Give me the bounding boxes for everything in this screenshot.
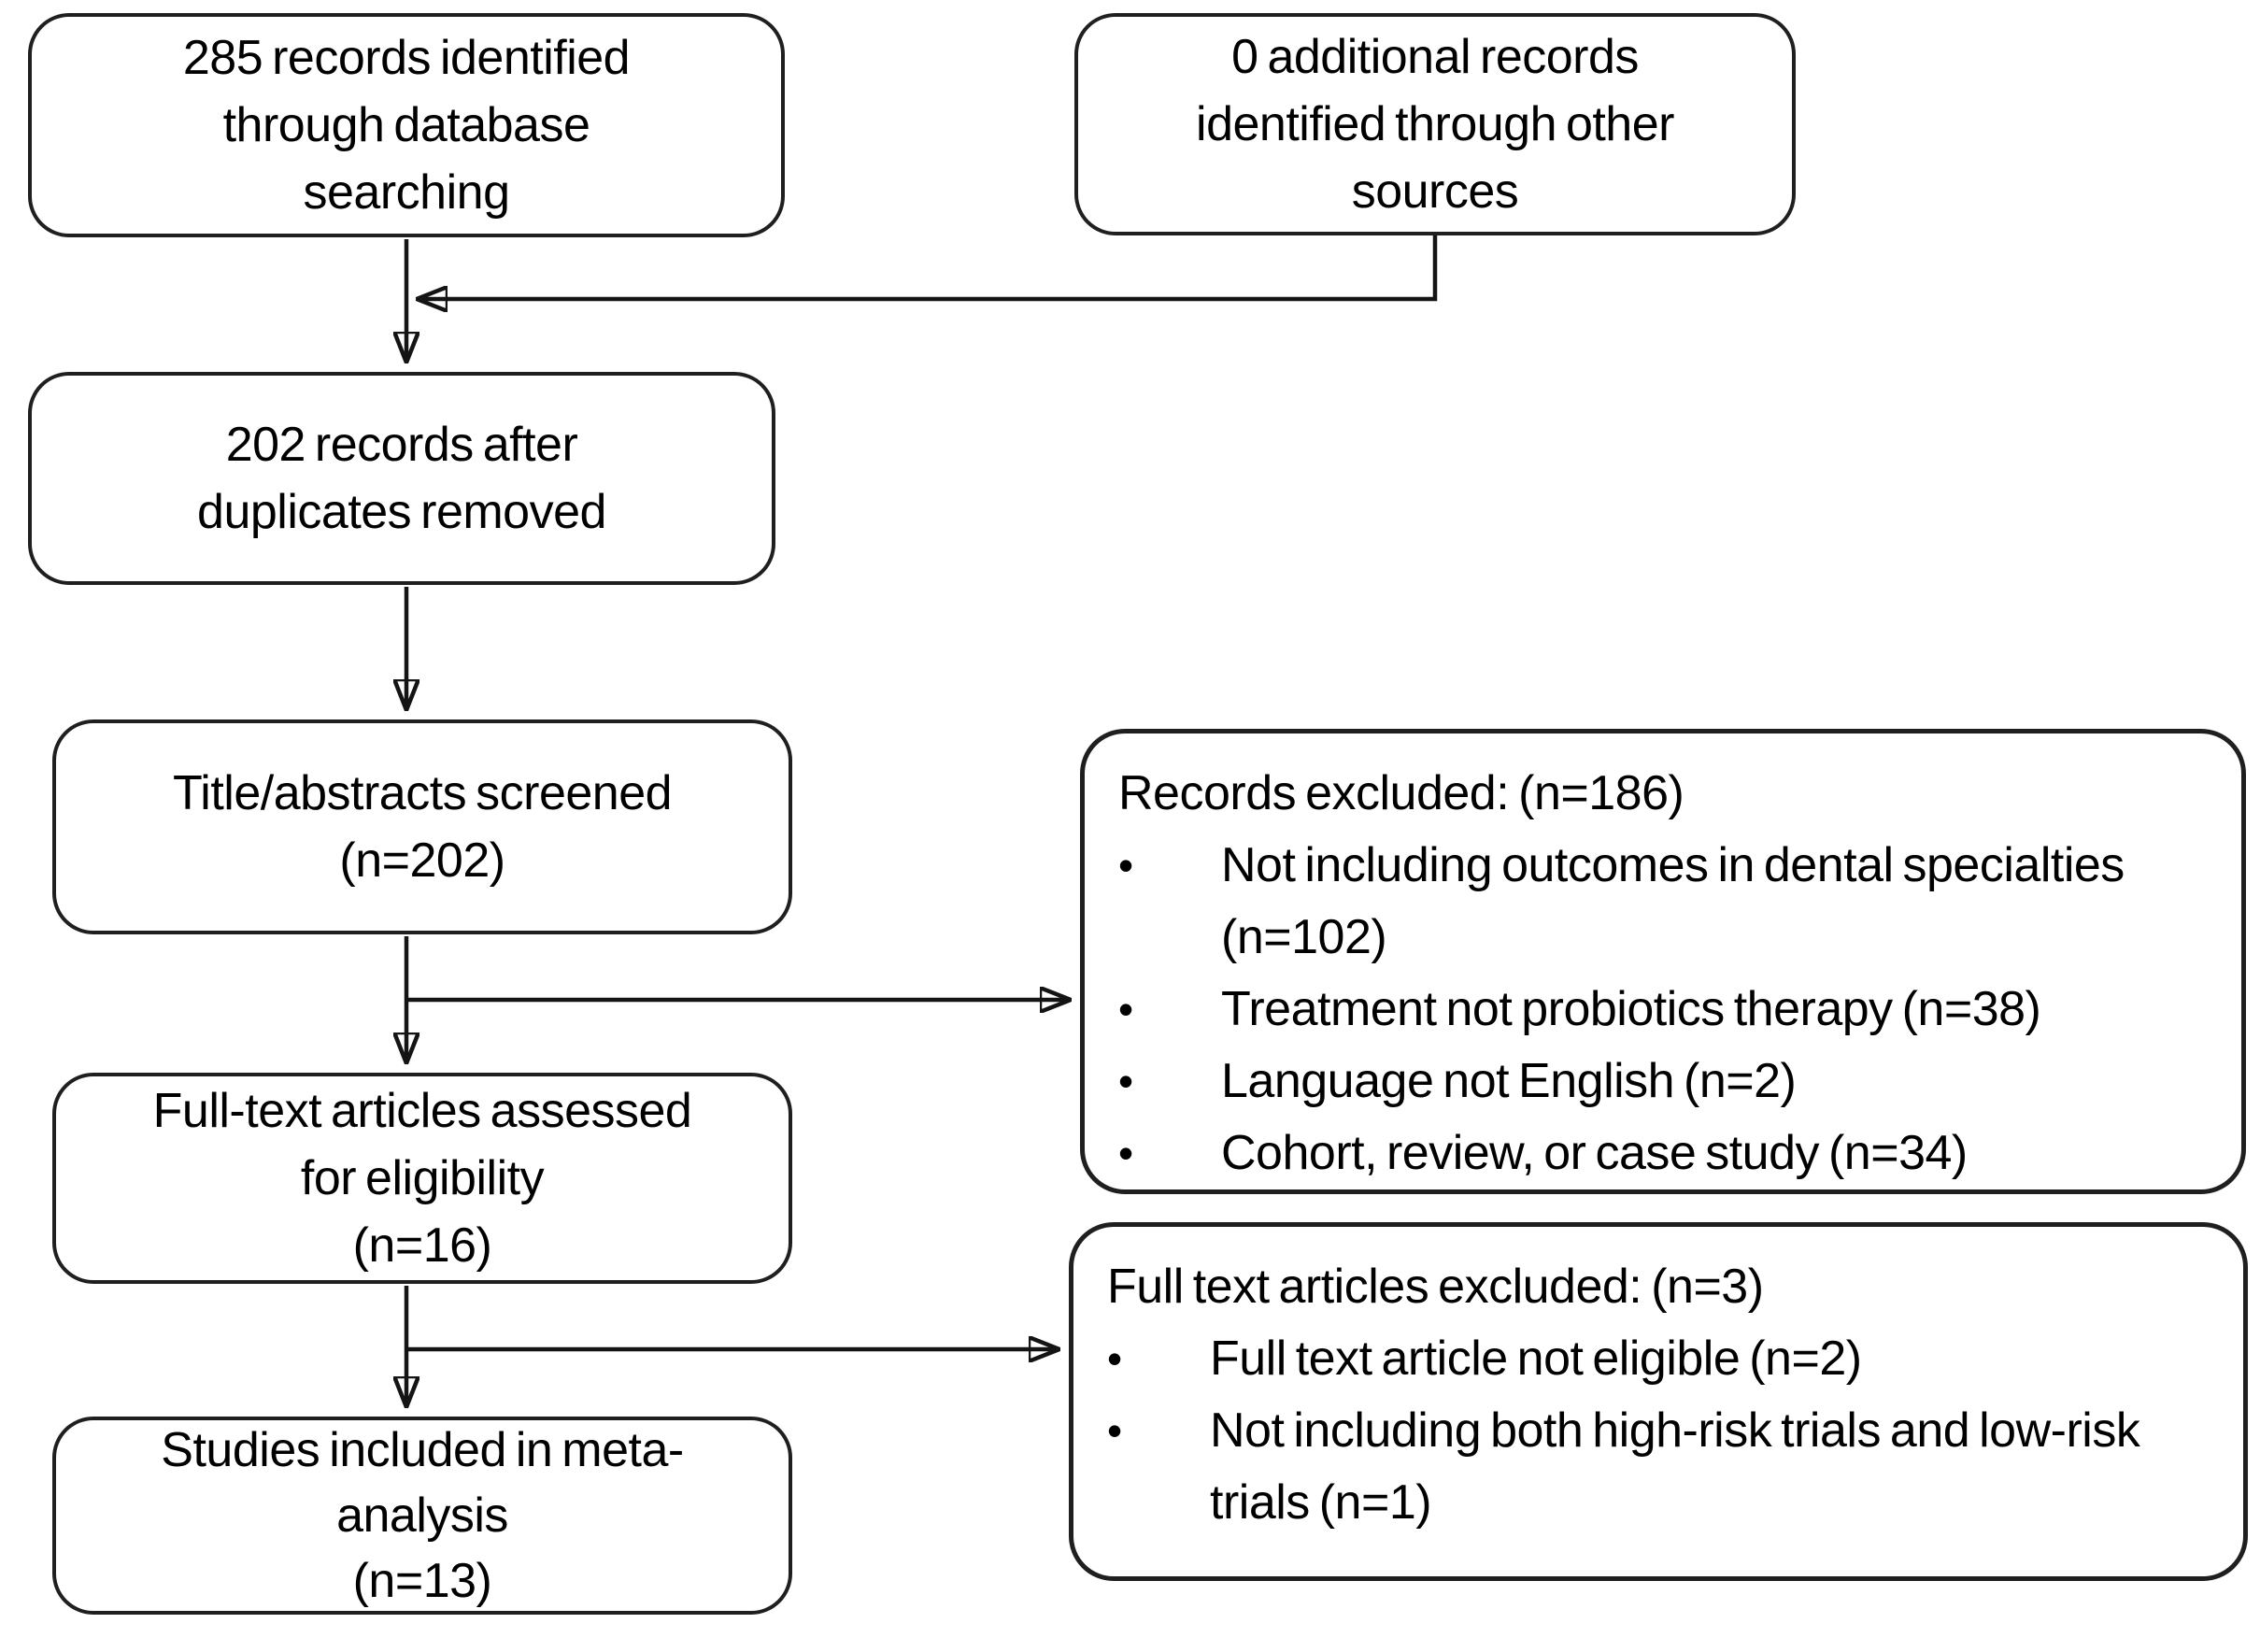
list-item: • Not including both high-risk trials an… xyxy=(1073,1395,2243,1539)
list-item: • Full text article not eligible (n=2) xyxy=(1073,1323,2243,1395)
box-text-line: duplicates removed xyxy=(197,485,606,539)
box-text-line: sources xyxy=(1351,164,1519,219)
box-text-line: 285 records identified xyxy=(182,31,631,85)
exclusion-list: • Full text article not eligible (n=2) •… xyxy=(1073,1323,2243,1539)
box-fulltext-assessed: Full-text articles assessed for eligibil… xyxy=(52,1073,792,1284)
list-item-text: Cohort, review, or case study (n=34) xyxy=(1221,1126,1968,1180)
box-text-line: through database xyxy=(222,98,590,152)
box-after-duplicates: 202 records after duplicates removed xyxy=(28,372,775,585)
box-records-identified: 285 records identified through database … xyxy=(28,13,785,237)
list-item-text: Language not English (n=2) xyxy=(1221,1054,1797,1108)
list-item-text: Not including outcomes in dental special… xyxy=(1221,838,2125,964)
bullet-icon: • xyxy=(1107,1406,1122,1455)
list-item: • Language not English (n=2) xyxy=(1085,1046,2241,1118)
box-text-line: (n=202) xyxy=(339,833,505,888)
box-fulltext-excluded: Full text articles excluded: (n=3) • Ful… xyxy=(1069,1222,2248,1581)
box-text-line: (n=16) xyxy=(352,1218,492,1273)
arrow-additional-to-junction xyxy=(417,235,1438,299)
list-item-text: Treatment not probiotics therapy (n=38) xyxy=(1221,982,2041,1036)
box-text-line: (n=13) xyxy=(352,1554,492,1608)
box-text-line: Full-text articles assessed xyxy=(152,1084,692,1138)
box-records-excluded: Records excluded: (n=186) • Not includin… xyxy=(1080,729,2246,1194)
box-text-line: Studies included in meta- xyxy=(161,1423,684,1477)
box-text-line: 0 additional records xyxy=(1231,30,1639,84)
bullet-icon: • xyxy=(1118,985,1133,1033)
box-text-line: identified through other xyxy=(1196,97,1674,151)
exclusion-title: Full text articles excluded: (n=3) xyxy=(1107,1260,1764,1314)
bullet-icon: • xyxy=(1118,1129,1133,1177)
box-text-line: Title/abstracts screened xyxy=(172,766,673,820)
bullet-icon: • xyxy=(1107,1334,1122,1383)
bullet-icon: • xyxy=(1118,841,1133,890)
box-text-line: for eligibility xyxy=(300,1151,545,1205)
list-item-text: Not including both high-risk trials and … xyxy=(1210,1403,2140,1530)
box-additional-records: 0 additional records identified through … xyxy=(1074,13,1796,235)
box-studies-included: Studies included in meta- analysis (n=13… xyxy=(52,1417,792,1615)
exclusion-title: Records excluded: (n=186) xyxy=(1118,766,1684,820)
list-item-text: Full text article not eligible (n=2) xyxy=(1210,1332,1862,1386)
box-titles-screened: Title/abstracts screened (n=202) xyxy=(52,719,792,934)
box-text-line: 202 records after xyxy=(225,418,578,472)
list-item: • Cohort, review, or case study (n=34) xyxy=(1085,1118,2241,1189)
exclusion-list: • Not including outcomes in dental speci… xyxy=(1085,830,2241,1189)
box-text-line: analysis xyxy=(336,1488,508,1543)
list-item: • Not including outcomes in dental speci… xyxy=(1085,830,2241,974)
box-text-line: searching xyxy=(303,165,510,220)
list-item: • Treatment not probiotics therapy (n=38… xyxy=(1085,974,2241,1046)
bullet-icon: • xyxy=(1118,1057,1133,1105)
